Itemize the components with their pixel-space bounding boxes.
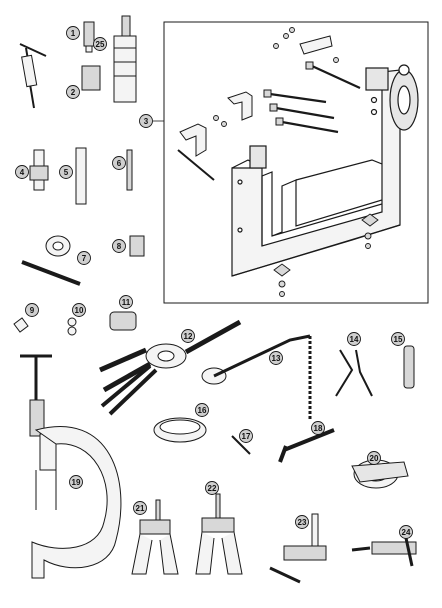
callout-20: 20 — [370, 454, 379, 463]
callout-17: 17 — [242, 432, 251, 441]
callout-25: 25 — [96, 40, 105, 49]
small-nuts — [213, 27, 379, 297]
callout-24: 24 — [402, 528, 411, 537]
callout-10: 10 — [75, 306, 84, 315]
callout-18: 18 — [314, 424, 323, 433]
mounting-bolts — [263, 61, 361, 134]
callout-3: 3 — [144, 117, 149, 126]
bottom-tools — [20, 319, 417, 584]
callout-15: 15 — [394, 335, 403, 344]
callout-19: 19 — [72, 478, 81, 487]
callout-16: 16 — [198, 406, 207, 415]
callout-4: 4 — [20, 168, 25, 177]
callout-14: 14 — [350, 335, 359, 344]
callout-markers: 1 2 3 4 5 6 7 8 9 10 11 12 13 14 15 16 1… — [15, 26, 413, 539]
callout-9: 9 — [30, 306, 35, 315]
callout-2: 2 — [71, 88, 76, 97]
callout-12: 12 — [184, 332, 193, 341]
callout-6: 6 — [117, 159, 122, 168]
callout-23: 23 — [298, 518, 307, 527]
callout-1: 1 — [71, 29, 76, 38]
callout-13: 13 — [272, 354, 281, 363]
left-column-tools — [13, 15, 145, 336]
callout-7: 7 — [82, 254, 87, 263]
callout-21: 21 — [136, 504, 145, 513]
callout-11: 11 — [122, 298, 131, 307]
callout-8: 8 — [117, 242, 122, 251]
callout-5: 5 — [64, 168, 69, 177]
boxed-tool-set — [153, 21, 429, 304]
mounting-brackets — [177, 35, 333, 181]
engine-holder-frame — [231, 64, 419, 277]
callout-22: 22 — [208, 484, 217, 493]
tool-set-box — [163, 21, 429, 304]
